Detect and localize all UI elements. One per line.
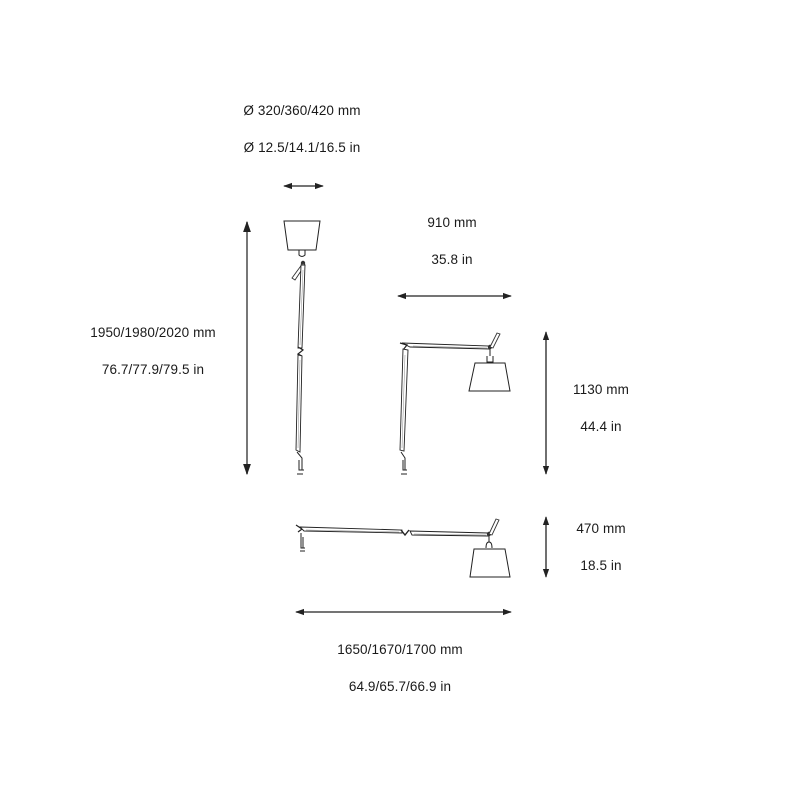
vertical-lamp-view (243, 182, 324, 476)
shade-icon (283, 220, 321, 251)
angled-height-in-label: 44.4 in (580, 419, 622, 434)
angled-lamp-view (397, 292, 550, 475)
horizontal-lamp-view (295, 516, 550, 616)
length-in-label: 64.9/65.7/66.9 in (348, 679, 452, 694)
shade-diameter-in-label: Ø 12.5/14.1/16.5 in (243, 140, 361, 155)
shade-diameter-mm-label: Ø 320/360/420 mm (243, 103, 361, 118)
length-mm-label: 1650/1670/1700 mm (337, 642, 463, 657)
shade-icon (469, 548, 511, 578)
vertical-height-in-label: 76.7/77.9/79.5 in (101, 362, 205, 377)
vertical-height-mm-label: 1950/1980/2020 mm (90, 325, 216, 340)
reach-in-label: 35.8 in (431, 252, 473, 267)
angled-height-mm-label: 1130 mm (573, 382, 629, 397)
reach-mm-label: 910 mm (427, 215, 477, 230)
horizontal-height-mm-label: 470 mm (576, 521, 626, 536)
horizontal-height-in-label: 18.5 in (580, 558, 622, 573)
shade-icon (468, 362, 511, 392)
